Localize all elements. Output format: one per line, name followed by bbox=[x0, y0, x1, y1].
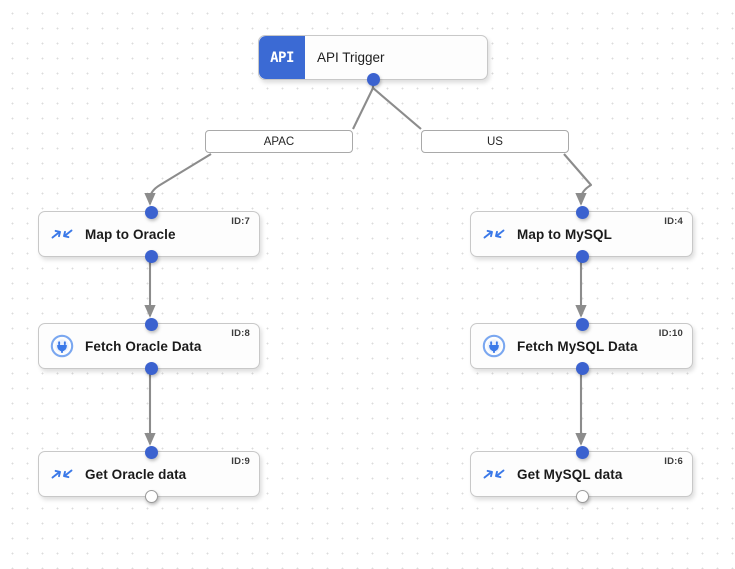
input-port[interactable] bbox=[144, 317, 158, 331]
node-map-to-mysql[interactable]: Map to MySQL ID:4 bbox=[470, 205, 693, 263]
id-badge: ID:7 bbox=[231, 216, 250, 227]
node-map-to-oracle[interactable]: Map to Oracle ID:7 bbox=[38, 205, 260, 263]
node-title: Map to Oracle bbox=[85, 226, 176, 242]
branch-label-us[interactable]: US bbox=[421, 130, 569, 153]
edge-trigger-to-us bbox=[371, 82, 422, 130]
branch-label-apac[interactable]: APAC bbox=[205, 130, 353, 153]
input-port[interactable] bbox=[575, 317, 589, 331]
node-api-trigger[interactable]: API API Trigger bbox=[258, 35, 488, 86]
map-arrows-icon bbox=[39, 226, 85, 242]
input-port[interactable] bbox=[575, 205, 589, 219]
node-title: API Trigger bbox=[317, 50, 385, 65]
edge-trigger-to-apac bbox=[352, 82, 375, 130]
id-badge: ID:6 bbox=[664, 456, 683, 467]
edge-apac-to-map-oracle bbox=[144, 153, 212, 206]
output-port[interactable] bbox=[367, 72, 380, 86]
output-port[interactable] bbox=[144, 361, 158, 375]
output-port[interactable] bbox=[144, 249, 158, 263]
database-plug-icon bbox=[471, 334, 517, 358]
node-fetch-oracle-data[interactable]: Fetch Oracle Data ID:8 bbox=[38, 317, 260, 375]
output-port[interactable] bbox=[575, 249, 589, 263]
branch-label-text: APAC bbox=[263, 135, 295, 148]
output-port[interactable] bbox=[575, 489, 589, 503]
database-plug-icon bbox=[39, 334, 85, 358]
input-port[interactable] bbox=[144, 205, 158, 219]
node-title: Fetch Oracle Data bbox=[85, 338, 202, 354]
branch-label-text: US bbox=[487, 135, 503, 148]
map-arrows-icon bbox=[471, 466, 517, 482]
output-port[interactable] bbox=[144, 489, 158, 503]
output-port[interactable] bbox=[575, 361, 589, 375]
input-port[interactable] bbox=[144, 445, 158, 459]
api-badge-icon: API bbox=[259, 36, 305, 79]
node-fetch-mysql-data[interactable]: Fetch MySQL Data ID:10 bbox=[470, 317, 693, 375]
node-title: Fetch MySQL Data bbox=[517, 338, 638, 354]
map-arrows-icon bbox=[471, 226, 517, 242]
node-get-mysql-data[interactable]: Get MySQL data ID:6 bbox=[470, 445, 693, 503]
id-badge: ID:8 bbox=[231, 328, 250, 339]
node-title: Get MySQL data bbox=[517, 466, 623, 482]
id-badge: ID:4 bbox=[664, 216, 683, 227]
node-title: Get Oracle data bbox=[85, 466, 187, 482]
id-badge: ID:10 bbox=[658, 328, 683, 339]
map-arrows-icon bbox=[39, 466, 85, 482]
node-get-oracle-data[interactable]: Get Oracle data ID:9 bbox=[38, 445, 260, 503]
input-port[interactable] bbox=[575, 445, 589, 459]
id-badge: ID:9 bbox=[231, 456, 250, 467]
edge-us-to-map-mysql bbox=[563, 153, 593, 206]
node-title: Map to MySQL bbox=[517, 226, 612, 242]
